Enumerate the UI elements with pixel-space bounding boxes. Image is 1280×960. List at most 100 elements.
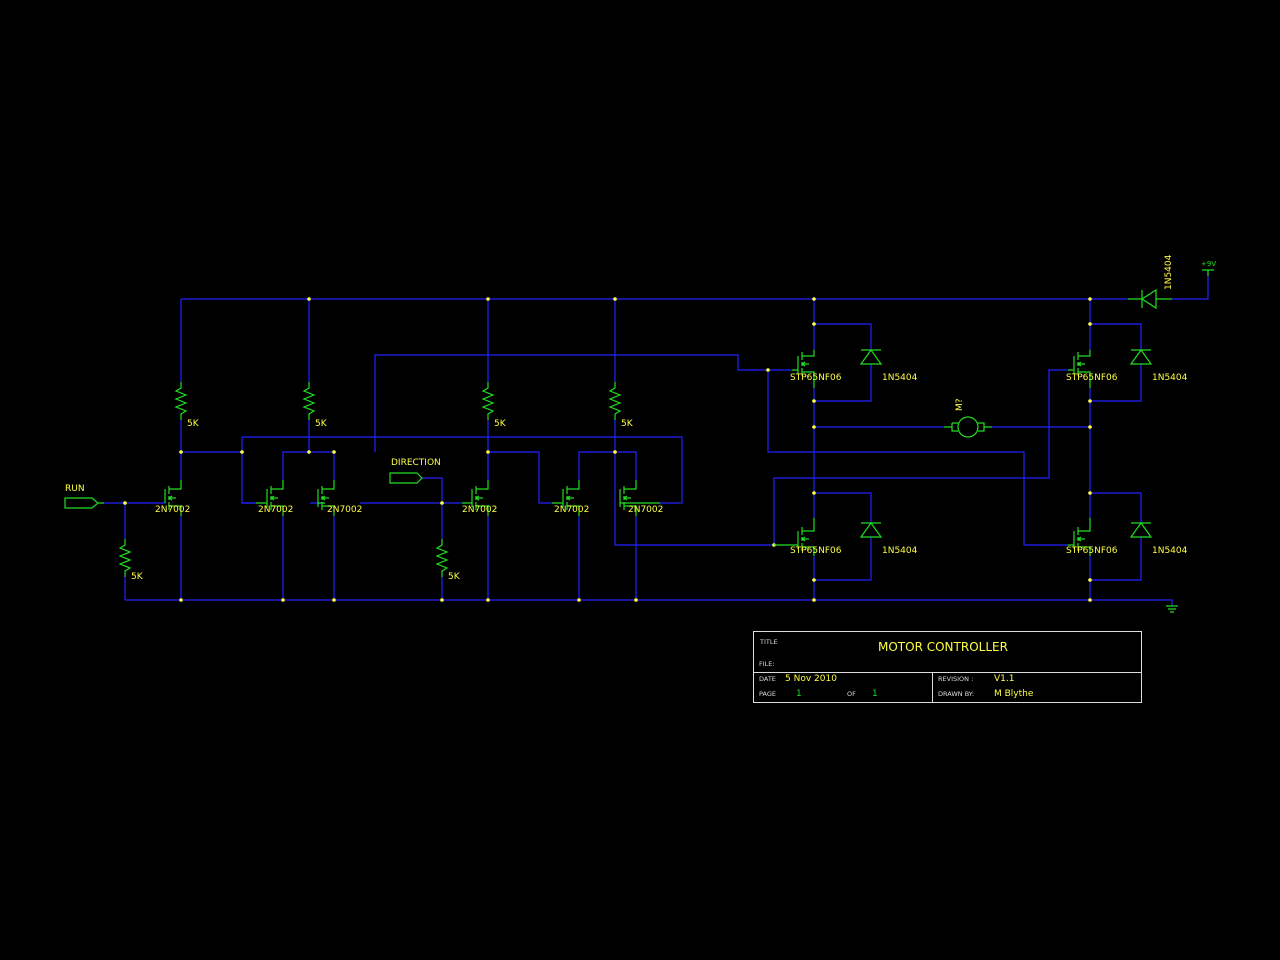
junction xyxy=(307,297,311,301)
power-mosfet-part: STP65NF06 xyxy=(1066,373,1118,383)
mosfet-part: 2N7002 xyxy=(155,505,190,515)
junction xyxy=(1088,425,1092,429)
diode-d4: 1N5404 xyxy=(1129,521,1188,556)
revision-value: V1.1 xyxy=(994,674,1014,684)
motor-label: M? xyxy=(955,398,965,411)
diode-part: 1N5404 xyxy=(882,373,918,383)
junction xyxy=(123,501,127,505)
junction xyxy=(332,598,336,602)
q2-q3-gates xyxy=(242,502,325,504)
junction xyxy=(812,297,816,301)
mosfet-q1: 2N7002 xyxy=(155,480,190,516)
resistor-r2: 5K xyxy=(302,382,328,429)
junction xyxy=(812,399,816,403)
diode-d2: 1N5404 xyxy=(859,521,918,556)
date-value: 5 Nov 2010 xyxy=(785,674,837,684)
junction xyxy=(440,598,444,602)
ground-symbol xyxy=(1166,605,1178,613)
drawn-by-caption: DRAWN BY: xyxy=(938,690,974,698)
junction xyxy=(577,598,581,602)
gate-net-a xyxy=(374,354,792,452)
mosfet-part: 2N7002 xyxy=(628,505,663,515)
r6-node xyxy=(578,451,774,546)
junction xyxy=(332,450,336,454)
junction xyxy=(440,501,444,505)
junction xyxy=(486,297,490,301)
resistor-value: 5K xyxy=(621,419,634,429)
junction xyxy=(307,450,311,454)
direction-port: DIRECTION xyxy=(389,458,441,484)
junction xyxy=(613,450,617,454)
junction xyxy=(613,297,617,301)
direction-net xyxy=(360,477,462,600)
supply-label: +9V xyxy=(1201,260,1216,268)
mosfet-q2: 2N7002 xyxy=(256,480,293,516)
junctions xyxy=(123,297,1092,602)
mosfet-q6: 2N7002 xyxy=(619,480,663,516)
resistor-value: 5K xyxy=(494,419,507,429)
resistor-r4: 5K xyxy=(435,539,461,582)
junction xyxy=(1088,322,1092,326)
diode-d1: 1N5404 xyxy=(859,348,918,383)
diode-part: 1N5404 xyxy=(1164,254,1174,290)
motor-m1: M? xyxy=(944,398,992,438)
mosfet-q4: 2N7002 xyxy=(462,480,497,516)
date-caption: DATE xyxy=(759,675,776,683)
junction xyxy=(1088,297,1092,301)
run-port: RUN xyxy=(64,484,104,509)
power-mosfet-q10: STP65NF06 xyxy=(1066,518,1118,556)
junction xyxy=(281,598,285,602)
of-value: 1 xyxy=(872,689,878,699)
r2-node xyxy=(282,451,335,480)
power-mosfet-q9: STP65NF06 xyxy=(1066,350,1118,388)
junction xyxy=(812,425,816,429)
junction xyxy=(179,450,183,454)
diode-part: 1N5404 xyxy=(882,546,918,556)
revision-caption: REVISION : xyxy=(938,675,973,683)
resistor-r6: 5K xyxy=(608,382,634,429)
resistor-r5: 5K xyxy=(481,382,507,429)
junction xyxy=(1088,491,1092,495)
mosfet-q3: 2N7002 xyxy=(317,480,362,516)
junction xyxy=(812,491,816,495)
supply-rail xyxy=(181,270,1209,300)
resistor-r3: 5K xyxy=(118,539,144,582)
q1-drain-net xyxy=(181,436,683,504)
resistor-value: 5K xyxy=(187,419,200,429)
mosfet-part: 2N7002 xyxy=(462,505,497,515)
power-mosfet-q7: STP65NF06 xyxy=(790,350,842,388)
junction xyxy=(486,450,490,454)
power-mosfet-part: STP65NF06 xyxy=(790,373,842,383)
title-block: TITLE MOTOR CONTROLLER FILE: DATE 5 Nov … xyxy=(753,631,1142,703)
diode-d5: 1N5404 xyxy=(1128,254,1174,310)
diode-part: 1N5404 xyxy=(1152,373,1188,383)
mosfet-q5: 2N7002 xyxy=(552,480,589,516)
junction xyxy=(766,368,770,372)
mosfet-part: 2N7002 xyxy=(554,505,589,515)
page-value: 1 xyxy=(796,689,802,699)
gate-net-c xyxy=(773,369,1068,545)
junction xyxy=(486,598,490,602)
ground-rail xyxy=(125,599,1173,606)
resistor-value: 5K xyxy=(315,419,328,429)
supply-symbol: +9V xyxy=(1201,260,1216,276)
of-caption: OF xyxy=(847,690,856,698)
gate-net-b xyxy=(767,370,1068,546)
drawn-by-value: M Blythe xyxy=(994,689,1034,699)
title-text: MOTOR CONTROLLER xyxy=(878,640,1008,654)
mosfet-part: 2N7002 xyxy=(258,505,293,515)
diode-d3: 1N5404 xyxy=(1129,348,1188,383)
diode-part: 1N5404 xyxy=(1152,546,1188,556)
junction xyxy=(1088,399,1092,403)
junction xyxy=(812,322,816,326)
power-mosfet-part: STP65NF06 xyxy=(790,546,842,556)
file-caption: FILE: xyxy=(759,660,775,668)
resistor-value: 5K xyxy=(448,572,461,582)
run-label: RUN xyxy=(65,484,85,494)
resistor-r1: 5K xyxy=(174,382,200,429)
title-caption: TITLE xyxy=(759,638,778,646)
junction xyxy=(240,450,244,454)
resistor-value: 5K xyxy=(131,572,144,582)
r5-node xyxy=(487,451,552,504)
run-net xyxy=(104,502,165,600)
